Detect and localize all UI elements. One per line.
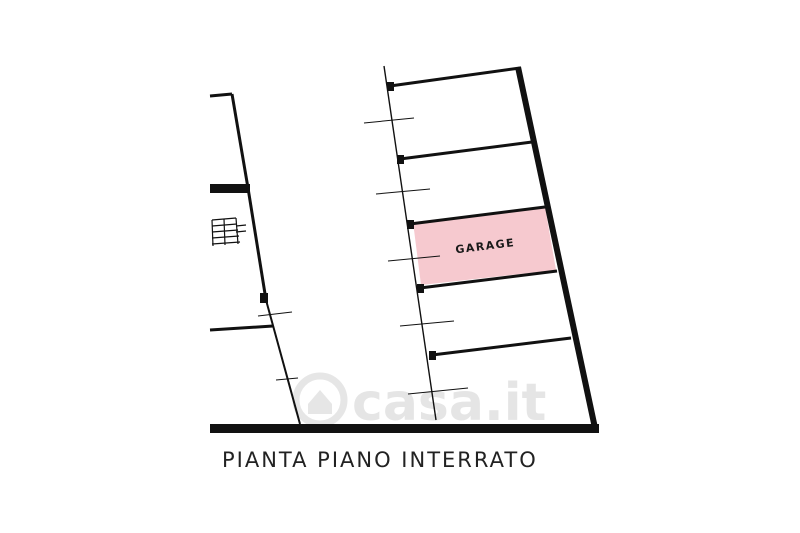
garage-partition	[389, 66, 521, 88]
wall-left-middle	[246, 187, 268, 301]
wall-left-upper	[230, 93, 250, 189]
dimension-tick	[257, 311, 293, 317]
dimension-tick	[275, 377, 299, 381]
garage-block: GARAGE	[363, 65, 598, 429]
door-threshold	[399, 320, 455, 327]
wall-bottom-left	[209, 324, 274, 332]
staircase-icon	[211, 217, 247, 247]
door-threshold	[363, 117, 415, 124]
garage-partition	[419, 269, 558, 290]
garage-partition	[399, 140, 533, 161]
garage-unit-highlight	[413, 207, 556, 285]
partition-end-marker	[397, 155, 404, 164]
partition-end-marker	[417, 284, 424, 293]
partition-end-marker	[429, 351, 436, 360]
wall-thick-segment	[210, 184, 250, 193]
left-structure	[209, 92, 301, 425]
column-marker	[260, 293, 268, 303]
partition-end-marker	[387, 82, 394, 91]
plan-title: PIANTA PIANO INTERRATO	[222, 448, 538, 472]
wall-left-lower	[265, 299, 301, 425]
watermark-house-icon	[308, 390, 332, 414]
garage-partition	[431, 336, 572, 357]
wall-right-outer	[515, 66, 598, 429]
partition-end-marker	[407, 220, 414, 229]
door-threshold	[407, 387, 469, 395]
garage-partition	[409, 205, 546, 226]
watermark-text: casa.it	[352, 373, 546, 433]
wall-bottom-base	[210, 424, 599, 433]
wall-top-left	[209, 92, 233, 98]
door-threshold	[387, 255, 441, 262]
door-threshold	[375, 188, 431, 195]
wall-garage-front	[383, 65, 437, 421]
